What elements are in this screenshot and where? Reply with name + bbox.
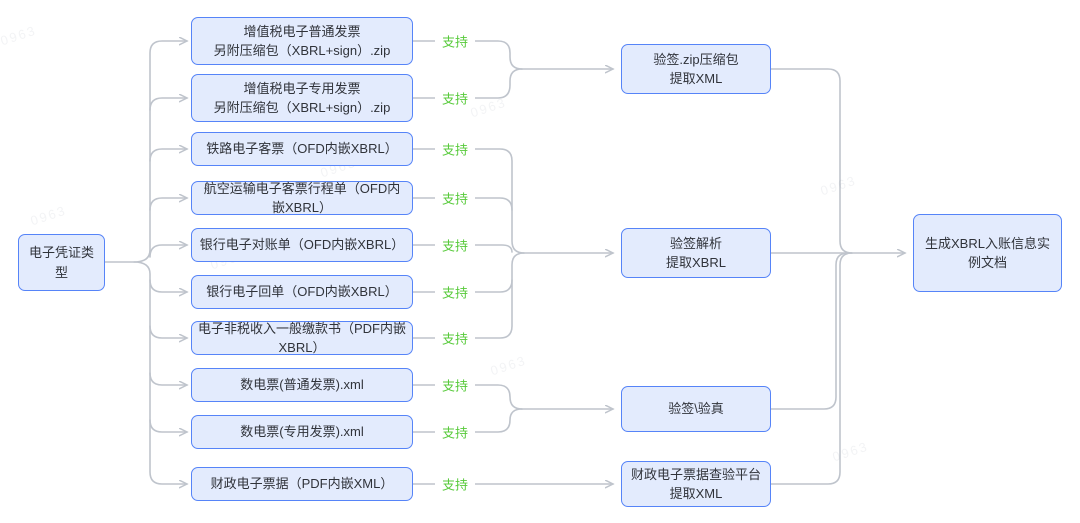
edge-label-support-1: 支持 [434,31,476,51]
edge-root-to-source-1 [104,41,187,263]
node-source-digital-invoice-general: 数电票(普通发票).xml [191,368,413,402]
edge-root-to-source-5 [149,245,187,258]
node-source-fiscal-ebill: 财政电子票据（PDF内嵌XML） [191,467,413,501]
edge-label-support-10: 支持 [434,474,476,494]
edge-source-1-merge [412,40,523,70]
edge-label-support-8: 支持 [434,375,476,395]
edge-root-to-source-2 [149,98,187,111]
edge-label-support-5: 支持 [434,235,476,255]
edge-source-5-merge [412,244,513,253]
node-processor-fiscal-platform-extract-xml: 财政电子票据查验平台 提取XML [621,461,771,507]
edge-label-support-2: 支持 [434,88,476,108]
node-source-railway-eticket: 铁路电子客票（OFD内嵌XBRL） [191,132,413,166]
node-source-vat-general-invoice: 增值税电子普通发票 另附压缩包（XBRL+sign）.zip [191,17,413,65]
node-source-nontax-payment: 电子非税收入一般缴款书（PDF内嵌XBRL） [191,321,413,355]
node-processor-verify-zip-extract-xml: 验签.zip压缩包 提取XML [621,44,771,94]
edge-processor-1-merge [770,68,853,254]
edge-processor-4-merge [770,252,853,485]
edge-root-to-source-6 [149,279,187,292]
edge-source-8-merge [412,384,523,410]
edge-label-support-4: 支持 [434,188,476,208]
edge-label-support-3: 支持 [434,139,476,159]
edge-root-to-source-3 [149,149,187,162]
edge-source-9-merge [412,408,523,433]
edge-source-4-merge [412,197,513,211]
node-source-air-itinerary: 航空运输电子客票行程单（OFD内嵌XBRL） [191,181,413,215]
edge-source-2-merge [412,68,523,99]
node-source-digital-invoice-special: 数电票(专用发票).xml [191,415,413,449]
edge-root-to-source-9 [149,419,187,432]
edge-label-support-6: 支持 [434,282,476,302]
node-processor-verify-authenticate: 验签\验真 [621,386,771,432]
node-output-xbrl-instance-document: 生成XBRL入账信息实例文档 [913,214,1062,292]
node-root: 电子凭证类型 [18,234,105,291]
edge-processor-3-merge [770,252,849,410]
edge-root-to-source-7 [149,325,187,338]
node-source-bank-receipt: 银行电子回单（OFD内嵌XBRL） [191,275,413,309]
edge-source-7-merge [412,252,525,339]
edge-root-to-source-4 [149,198,187,211]
node-source-bank-statement: 银行电子对账单（OFD内嵌XBRL） [191,228,413,262]
edge-root-to-source-8 [149,372,187,385]
node-source-vat-special-invoice: 增值税电子专用发票 另附压缩包（XBRL+sign）.zip [191,74,413,122]
node-processor-verify-parse-extract-xbrl: 验签解析 提取XBRL [621,228,771,278]
edge-source-3-merge [412,148,525,254]
edge-root-to-source-10 [133,261,187,484]
edge-label-support-7: 支持 [434,328,476,348]
edge-label-support-9: 支持 [434,422,476,442]
